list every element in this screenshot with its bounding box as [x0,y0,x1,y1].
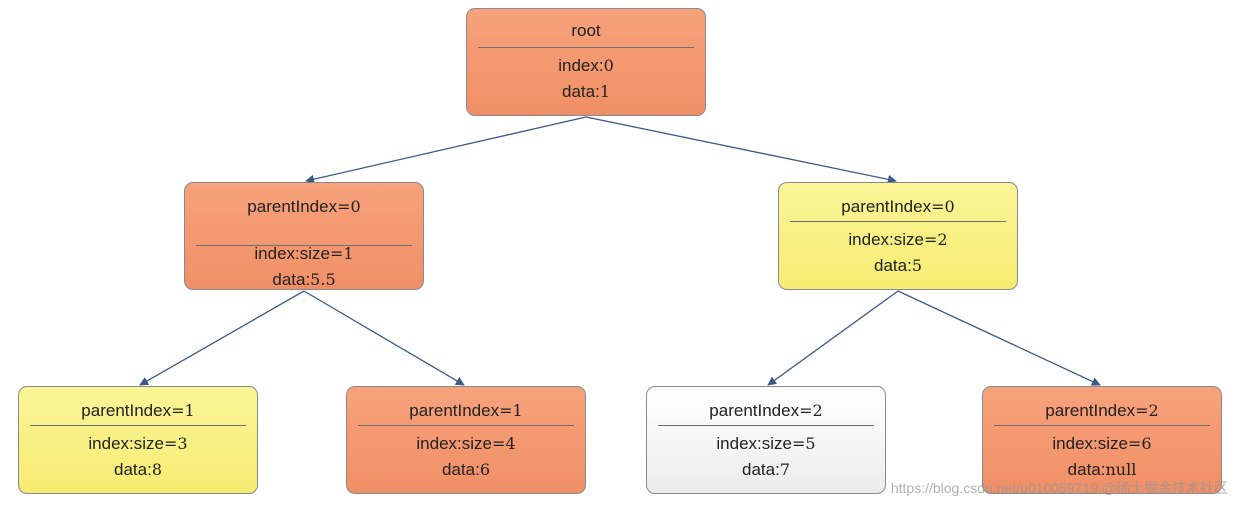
node-field: data:5.5 [185,267,423,293]
node-field: data:5 [779,253,1017,279]
node-separator [994,425,1210,426]
node-title: parentIndex=1 [19,401,257,421]
edge-root-to-n1 [305,116,587,184]
node-field-label: data: [272,270,311,289]
node-separator [478,47,694,48]
node-field-label: index:size [416,434,492,453]
node-field-label: index: [558,56,604,75]
watermark: https://blog.csdn.net/u010059719 @稀土掘金技术… [890,480,1228,496]
node-field-value: =5 [792,434,816,453]
node-title-value: =0 [337,197,361,216]
node-title-label: parentIndex [247,197,338,216]
node-field: index:size=6 [983,431,1221,457]
node-field-value: null [1105,460,1137,479]
edge-n2-to-n6 [897,290,1101,386]
node-separator [358,425,574,426]
node-field-value: 8 [151,460,162,479]
node-title-value: =1 [171,401,195,420]
node-field-value: 1 [599,82,610,101]
node-field-value: =6 [1128,434,1152,453]
node-field-value: 5 [911,256,922,275]
node-field-value: =4 [492,434,516,453]
node-title-label: parentIndex [81,401,172,420]
node-field: index:size=5 [647,431,885,457]
node-separator [196,245,412,246]
node-title-value: =2 [799,401,823,420]
node-field-label: data: [1067,460,1106,479]
node-title-label: parentIndex [409,401,500,420]
node-title-label: parentIndex [1045,401,1136,420]
node-title-label: parentIndex [841,197,932,216]
edge-n1-to-n3 [139,290,305,386]
node-field-value: =1 [330,244,354,263]
node-separator [658,425,874,426]
node-separator [790,221,1006,222]
node-title: parentIndex=2 [983,401,1221,421]
node-title: parentIndex=0 [779,197,1017,217]
node-field-value: 6 [479,460,490,479]
node-field-label: index:size [848,230,924,249]
node-title-value: =1 [499,401,523,420]
node-field-label: data: [562,82,600,101]
node-field: index:size=2 [779,227,1017,253]
node-field: index:size=1 [185,241,423,267]
node-title-label: parentIndex [709,401,800,420]
node-title: parentIndex=2 [647,401,885,421]
node-field: data:null [983,457,1221,483]
node-field: data:8 [19,457,257,483]
node-field-label: index:size [254,244,330,263]
node-field: index:size=3 [19,431,257,457]
node-field-label: index:size [1052,434,1128,453]
node-title: parentIndex=0 [185,197,423,217]
node-field: data:6 [347,457,585,483]
node-title-label: root [571,21,601,40]
node-field: data:1 [467,79,705,105]
node-field-label: data: [442,460,480,479]
node-field: index:size=4 [347,431,585,457]
node-field-label: index:size [88,434,164,453]
node-field-value: =3 [164,434,188,453]
node-title-value: =2 [1135,401,1159,420]
edge-n1-to-n4 [303,290,465,386]
node-title: parentIndex=1 [347,401,585,421]
node-field-value: =2 [924,230,948,249]
node-field-label: data: [114,460,152,479]
edge-root-to-n2 [585,116,897,184]
node-title: root [467,21,705,41]
node-field-label: data: [742,460,780,479]
node-field: index:0 [467,53,705,79]
node-separator [30,425,246,426]
node-field-label: index:size [716,434,792,453]
node-field-value: 0 [603,56,614,75]
node-title-value: =0 [931,197,955,216]
node-field-value: 7 [779,460,790,479]
node-field: data:7 [647,457,885,483]
node-field-label: data: [874,256,912,275]
edge-n2-to-n5 [767,290,899,386]
node-field-value: 5.5 [310,270,336,289]
